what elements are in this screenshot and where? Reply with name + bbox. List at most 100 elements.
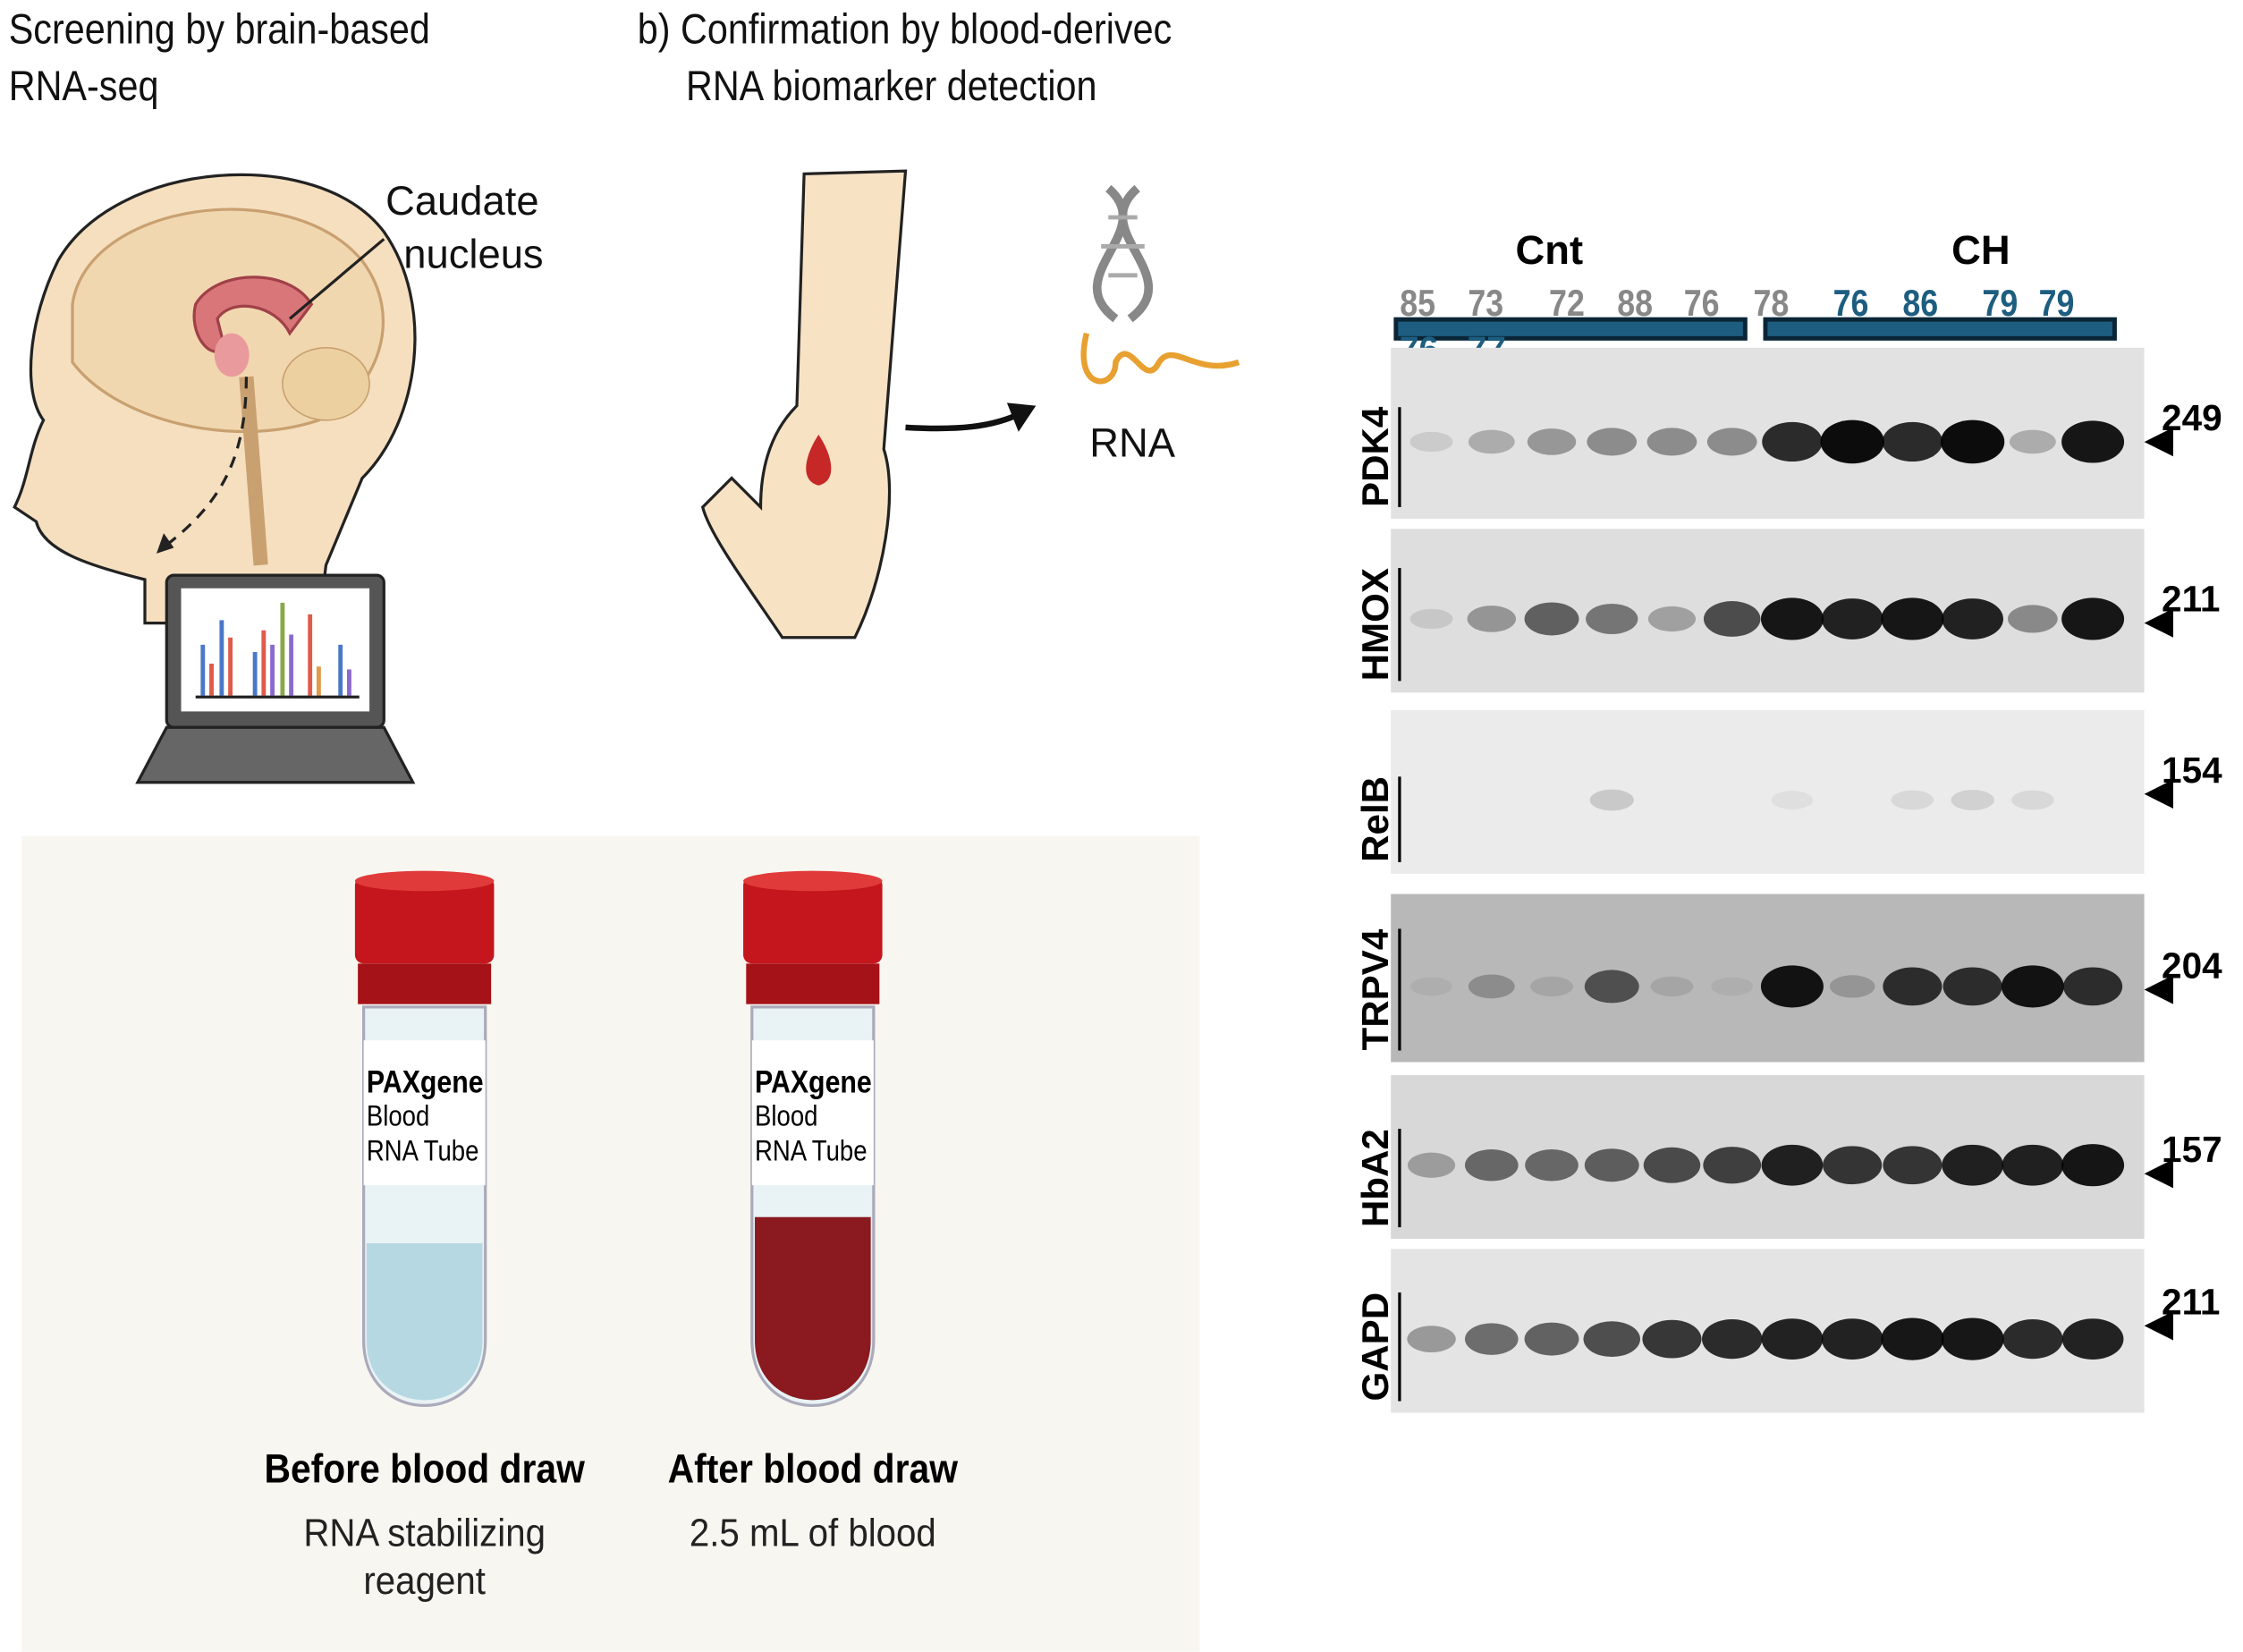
gel-band	[1410, 977, 1452, 996]
caudate-nucleus-label: Caudate nucleus	[381, 174, 544, 281]
gel-band	[1881, 1317, 1944, 1360]
rna-label: RNA	[1089, 419, 1176, 466]
tube-label-line2: Blood	[755, 1101, 818, 1133]
gel-band	[1407, 1152, 1456, 1178]
gel-band	[1711, 977, 1754, 996]
gel-band	[1951, 790, 1994, 810]
panel-b-title-line2: RNA biomarker detection	[685, 64, 1097, 111]
gel-band	[1524, 602, 1579, 636]
gel-band	[1882, 421, 1943, 462]
panel-b-title-line1: b) Confirmation by blood-derivec	[637, 7, 1172, 54]
tube-subcaption-line1: RNA stabilizing	[303, 1511, 546, 1555]
gene-label: RelB	[1353, 775, 1401, 862]
gel-band	[1820, 419, 1884, 464]
gel-band	[1942, 1144, 2003, 1186]
gel-band	[1943, 967, 2002, 1006]
gel-band	[1586, 603, 1638, 634]
gel-band	[1525, 1148, 1579, 1182]
gel-band	[1584, 970, 1639, 1004]
gel-band	[1883, 967, 1943, 1006]
gel-band	[1467, 606, 1517, 632]
gel-band	[2061, 1318, 2124, 1360]
region-label-line2: nucleus	[403, 232, 544, 277]
gene-label: HMOX	[1353, 568, 1401, 682]
group-label-ch: CH	[1951, 227, 2010, 273]
tubes-panel	[21, 835, 1200, 1652]
gel-band	[1584, 1148, 1639, 1182]
gel-band	[1829, 975, 1875, 998]
panel-a-title-line2: RNA-seq	[8, 64, 159, 111]
tube-label: PAXgene Blood RNA Tube	[755, 1063, 872, 1170]
gel-band	[1647, 606, 1697, 632]
gel-band	[1583, 1321, 1641, 1358]
tube-caption: Before blood draw	[264, 1445, 585, 1491]
tube-brand: PAXgene	[755, 1063, 872, 1100]
gel-band	[2063, 967, 2123, 1006]
gel-band	[1883, 1146, 1943, 1185]
band-arrow-icon	[2144, 975, 2173, 1004]
gel-band	[1464, 1323, 1519, 1355]
overflow-lane-labels: 76 77	[1400, 336, 1506, 351]
gel-band	[1942, 598, 2003, 640]
tube-subcaption-line2: reagent	[363, 1559, 486, 1603]
group-label-cnt: Cnt	[1515, 227, 1584, 273]
gel-band	[1891, 790, 1934, 810]
gel-band	[2002, 1319, 2063, 1360]
overflow-label: 76	[1400, 336, 1438, 351]
tube-label-line2: Blood	[366, 1101, 430, 1133]
tube-subcaption-line1: 2.5 mL of blood	[689, 1511, 936, 1555]
tube-brand: PAXgene	[366, 1063, 484, 1100]
band-arrow-icon	[2144, 1159, 2173, 1189]
gel-band	[1821, 598, 1883, 640]
head-brain-illustration	[13, 173, 417, 784]
gel-band	[2011, 790, 2054, 810]
gel-band	[2061, 1144, 2125, 1187]
gene-label: PDK4	[1353, 406, 1401, 507]
tube-caption: After blood draw	[667, 1445, 958, 1491]
tube-label: PAXgene Blood RNA Tube	[366, 1063, 484, 1170]
panel-a-title-line1: Screening by brain-based	[8, 7, 430, 54]
gel-band	[1703, 1147, 1762, 1184]
gel-band	[1760, 597, 1824, 640]
gel-band	[1409, 431, 1453, 453]
band-arrow-icon	[2144, 779, 2173, 809]
gel-band	[1464, 1148, 1519, 1182]
overflow-label: 77	[1468, 336, 1506, 351]
region-label-line1: Caudate	[385, 178, 539, 224]
gel-band	[1771, 791, 1814, 809]
gel-band	[1706, 428, 1757, 456]
arm-blood-dna-illustration	[700, 169, 1240, 640]
gel-lane-strip	[1391, 709, 2145, 874]
gel-band	[1468, 429, 1515, 454]
tube-label-line3: RNA Tube	[366, 1136, 479, 1168]
gel-band	[1643, 1147, 1701, 1183]
gel-band	[2009, 429, 2056, 454]
gel-band	[1650, 976, 1694, 997]
gel-band	[1589, 789, 1634, 811]
gel-band	[2007, 605, 2058, 633]
gel-band	[1761, 1318, 1824, 1360]
band-arrow-icon	[2144, 427, 2173, 457]
gel-band	[1941, 1317, 2004, 1360]
gel-band	[1587, 428, 1638, 456]
gel-band	[1527, 428, 1577, 455]
gel-band	[1762, 421, 1823, 462]
cnt-group-bar	[1393, 317, 1748, 341]
gel-band	[1761, 1144, 1824, 1186]
gel-band	[1703, 601, 1761, 637]
gel-band	[1468, 974, 1515, 999]
gel-band	[1881, 597, 1944, 640]
gel-band	[1409, 608, 1453, 630]
gel-band	[2002, 1144, 2064, 1186]
gel-band	[1760, 965, 1824, 1008]
gene-label: GAPD	[1353, 1292, 1401, 1402]
band-arrow-icon	[2144, 1311, 2173, 1341]
gel-band	[2001, 965, 2064, 1008]
gel-band	[1530, 976, 1573, 997]
gel-band	[1646, 428, 1697, 456]
tube-label-line3: RNA Tube	[755, 1136, 868, 1168]
